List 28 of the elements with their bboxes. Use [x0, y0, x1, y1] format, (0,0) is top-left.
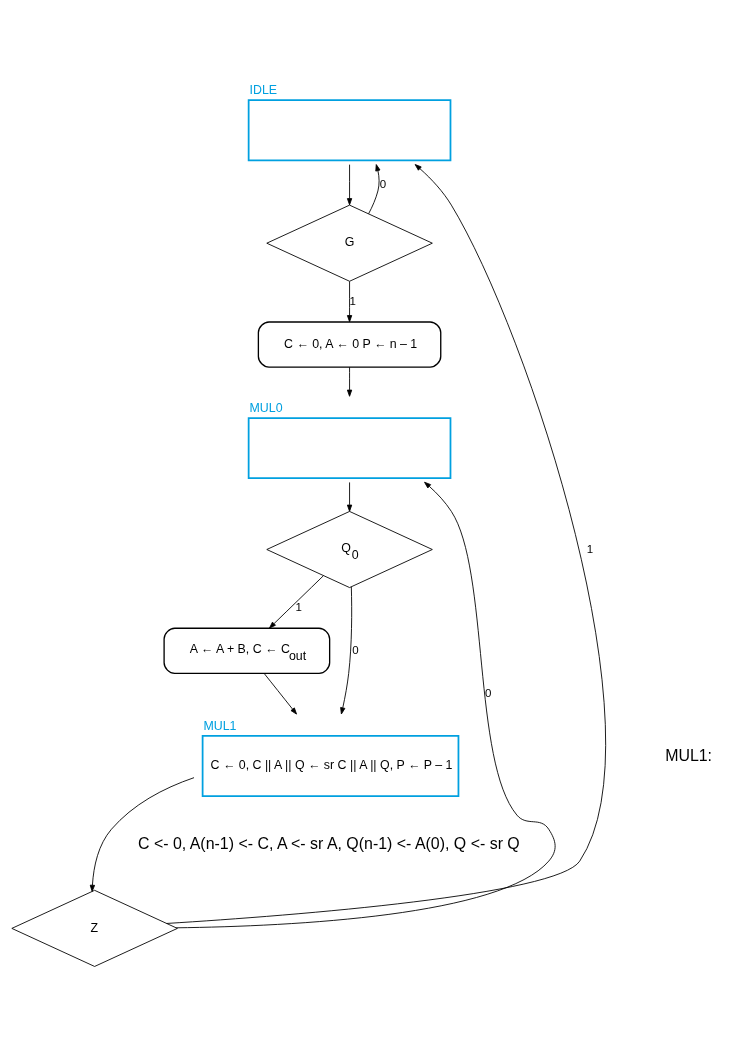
edge-label: 0: [485, 686, 492, 699]
node-box: C ← 0, C || A || Q ← sr C || A || Q, P ← P – 1: [201, 734, 460, 797]
label: C <- 0, A(n-1) <- C, A <- sr A, Q(n-1) <- A(0), Q <- sr Q: [137, 835, 520, 853]
node-diamond: Z: [11, 889, 178, 967]
arrow: [263, 673, 297, 715]
node-box: [247, 99, 452, 162]
node-label: MUL0: [249, 401, 283, 416]
node-box: C ← 0, A ← 0 P ← n – 1: [257, 321, 442, 368]
arrow: [340, 586, 353, 715]
node-box: [247, 417, 452, 480]
arrow: [346, 481, 353, 512]
arrow: [269, 575, 324, 629]
edge-label: 0: [352, 643, 359, 656]
arrow: [346, 281, 353, 323]
edge-label: 1: [586, 542, 594, 555]
arrow: [368, 164, 381, 215]
arrow: [89, 777, 195, 892]
label: MUL1:: [665, 746, 713, 764]
arrow: [346, 366, 353, 397]
arrow: [346, 164, 353, 206]
node-label: MUL1: [203, 718, 237, 733]
edge-label: 0: [379, 177, 387, 190]
node-diamond: G: [266, 204, 433, 282]
edge-label: 1: [295, 600, 302, 613]
edge-label: 1: [349, 294, 356, 307]
arrow: [166, 164, 606, 924]
arrow: [175, 481, 556, 929]
node-label: IDLE: [249, 83, 278, 98]
